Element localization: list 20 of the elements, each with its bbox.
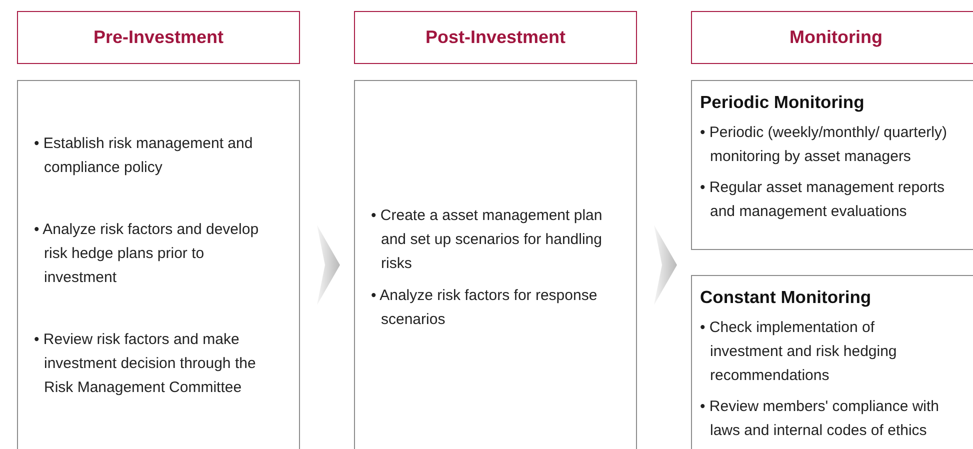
bullet-item: • Check implementation of investment and risk hedging recommendations — [700, 318, 898, 386]
stage-panel — [17, 80, 300, 449]
bullet-item: • Periodic (weekly/monthly/ quarterly) monitoring by asset managers — [700, 123, 948, 167]
panel-heading: Periodic Monitoring — [700, 91, 866, 114]
monitoring-panel — [691, 80, 973, 250]
bullet-item: • Review risk factors and make investment decision through the Risk Management Committee — [34, 330, 257, 398]
bullet-item: • Review members' compliance with laws and internal codes of ethics — [700, 397, 940, 441]
bullet-item: • Regular asset management reports and management evaluations — [700, 178, 946, 222]
chevron-arrow — [317, 225, 340, 305]
bullet-item: • Create a asset management plan and set up scenarios for handling risks — [371, 206, 604, 274]
stage-header: Pre-Investment — [17, 11, 300, 64]
chevron-arrow — [654, 225, 677, 305]
bullet-item: • Analyze risk factors and develop risk hedge plans prior to investment — [34, 220, 260, 288]
monitoring-panel — [691, 275, 973, 449]
bullet-item: • Analyze risk factors for response scenarios — [371, 286, 598, 330]
panel-heading: Constant Monitoring — [700, 286, 872, 309]
stage-header: Post-Investment — [354, 11, 637, 64]
stage-header: Monitoring — [691, 11, 973, 64]
bullet-item: • Establish risk management and compliance policy — [34, 134, 254, 178]
stage-panel — [354, 80, 637, 449]
